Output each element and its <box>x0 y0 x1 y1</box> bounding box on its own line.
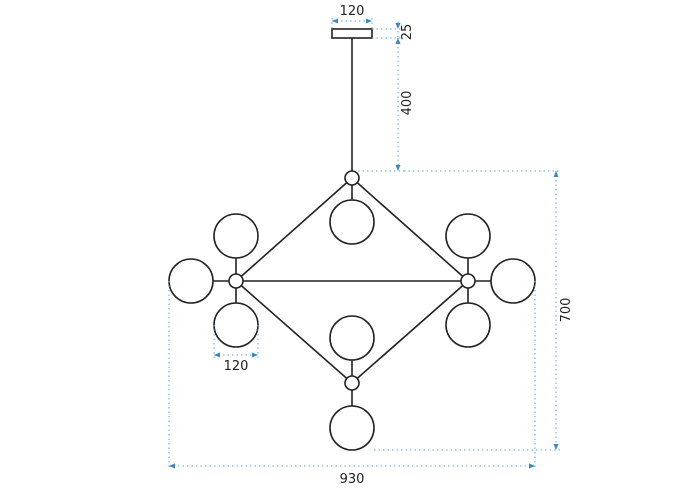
dim-rod-length-label: 400 <box>400 91 415 116</box>
ceiling-canopy <box>331 28 373 39</box>
dim-body-height-arrow-top <box>553 171 559 177</box>
globe-right-lower <box>445 302 491 348</box>
globe-bottom-outer <box>329 405 375 451</box>
globe-bottom-inner <box>329 315 375 361</box>
globe-left-outer <box>168 258 214 304</box>
dim-rod-length-arrow-top <box>395 38 401 44</box>
globe-right-outer <box>490 258 536 304</box>
dim-rod-length-arrow-bottom <box>395 165 401 171</box>
frame-edge-bottom-right <box>351 280 469 384</box>
joint-top <box>344 170 360 186</box>
dim-body-height-label: 700 <box>559 298 574 323</box>
frame-edge-top-right <box>351 177 469 282</box>
dim-canopy-width-label: 120 <box>340 4 365 19</box>
joint-bottom <box>344 375 360 391</box>
frame-edge-bottom-left <box>235 280 353 384</box>
globe-top <box>329 199 375 245</box>
dim-canopy-width-arrow-left <box>332 18 338 24</box>
dim-body-height-arrow-bottom <box>553 444 559 450</box>
globe-right-upper <box>445 213 491 259</box>
joint-left <box>228 273 244 289</box>
joint-right <box>460 273 476 289</box>
dim-globe-width-arrow-right <box>252 352 258 358</box>
dim-globe-width-label: 120 <box>224 359 249 374</box>
globe-left-lower <box>213 302 259 348</box>
dim-canopy-height-arrow <box>395 23 401 29</box>
dim-total-width-arrow-right <box>529 463 535 469</box>
dim-globe-width-arrow-left <box>214 352 220 358</box>
frame-edge-top-left <box>235 177 353 282</box>
dim-canopy-width-arrow-right <box>366 18 372 24</box>
dim-total-width-arrow-left <box>169 463 175 469</box>
globe-left-upper <box>213 213 259 259</box>
dim-canopy-height-label: 25 <box>400 24 415 41</box>
dim-total-width-label: 930 <box>340 472 365 487</box>
